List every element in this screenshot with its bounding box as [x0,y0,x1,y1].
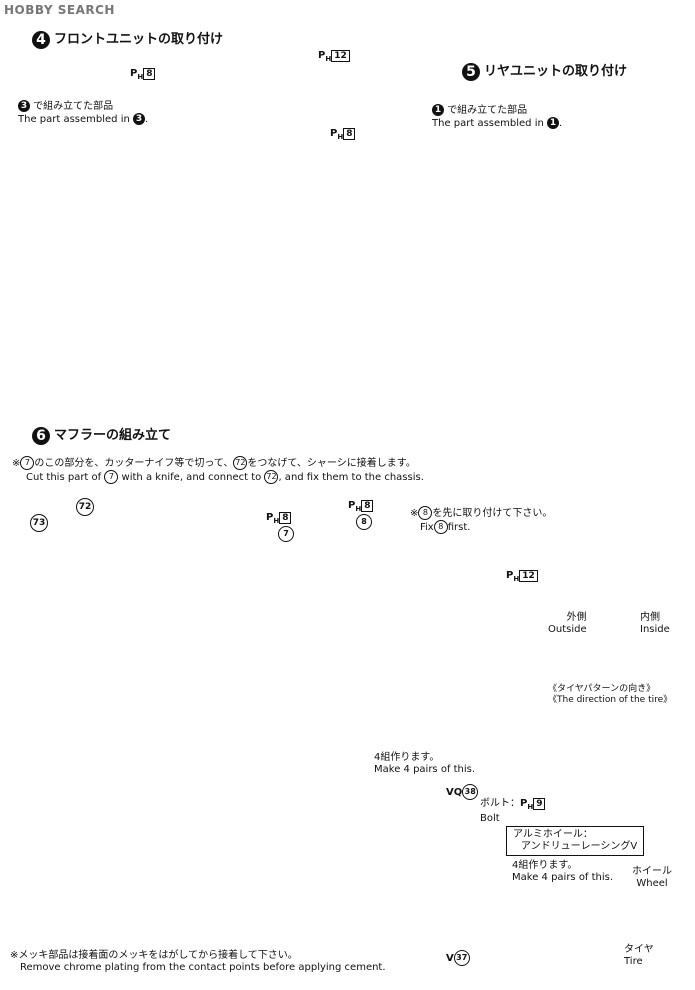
step4-heading: 4 フロントユニットの取り付け [32,28,223,49]
tire-outside-label: 外側 Outside [548,612,587,635]
step5-ref-badge-en: 1 [547,117,560,129]
step4-ref-jp: で組み立てた部品 [33,101,114,112]
tire-tread-pattern [589,585,637,683]
step4-title: フロントユニットの取り付け [54,32,224,47]
step5-number: 5 [462,62,480,81]
note-part-7-jp: 7 [20,456,35,470]
watermark-logo: HOBBY SEARCH [4,3,115,17]
pairs-note-1: 4組作ります。 Make 4 pairs of this. [374,752,476,775]
step5-chassis-drawing [359,139,686,441]
step4-ref-note: 3 で組み立てた部品 The part assembled in 3. [18,100,149,125]
assembled-wheel-tire [543,884,637,966]
step5-ref-note: 1 で組み立てた部品 The part assembled in 1. [432,104,563,129]
part-8-label: 8 [356,514,372,530]
watermark-text: HOBBY SEARCH [4,3,115,17]
note-part-72-en: 72 [264,470,279,484]
step5-ref-badge-jp: 1 [432,104,444,116]
wheel-assembly-box [369,747,511,967]
tire-label: タイヤ Tire [624,944,654,967]
step6-heading: 6 マフラーの組み立て [32,424,171,445]
step6-chassis-drawing [30,508,577,915]
step5-heading: 5 リヤユニットの取り付け [462,60,627,81]
step4-number: 4 [32,30,50,49]
pairs-note-2: 4組作ります。 Make 4 pairs of this. [512,860,614,883]
step5-title: リヤユニットの取り付け [484,64,628,79]
part-72-label: 72 [76,498,94,516]
loose-tire-rear [257,845,339,915]
tire-direction-caption: 《タイヤパターンの向き》 《The direction of the tire》 [548,684,673,705]
footer-note: ※メッキ部品は接着面のメッキをはがしてから接着して下さい。 Remove chr… [10,950,386,974]
note-part-72-jp: 72 [233,456,248,470]
step4-ref-en: The part assembled in [18,114,130,125]
part-7-label: 7 [278,526,294,542]
footer-note-jp: ※メッキ部品は接着面のメッキをはがしてから接着して下さい。 [10,950,298,961]
step6-title: マフラーの組み立て [54,428,172,443]
wheel-name-box: アルミホイール： アンドリューレーシングV [506,826,645,856]
step4-ref-badge-jp: 3 [18,100,30,112]
loose-tire-front [503,714,577,776]
step4-ref-badge-en: 3 [133,113,146,125]
step5-ref-jp: で組み立てた部品 [447,105,528,116]
step6-number: 6 [32,426,50,445]
step5-ref-en: The part assembled in [432,118,544,129]
wheel-label: ホイール Wheel [632,866,672,889]
part-73-label: 73 [30,514,48,532]
footer-note-en: Remove chrome plating from the contact p… [20,962,386,973]
tire-inside-label: 内側 Inside [640,612,670,635]
note-part-7-en: 7 [104,470,119,484]
